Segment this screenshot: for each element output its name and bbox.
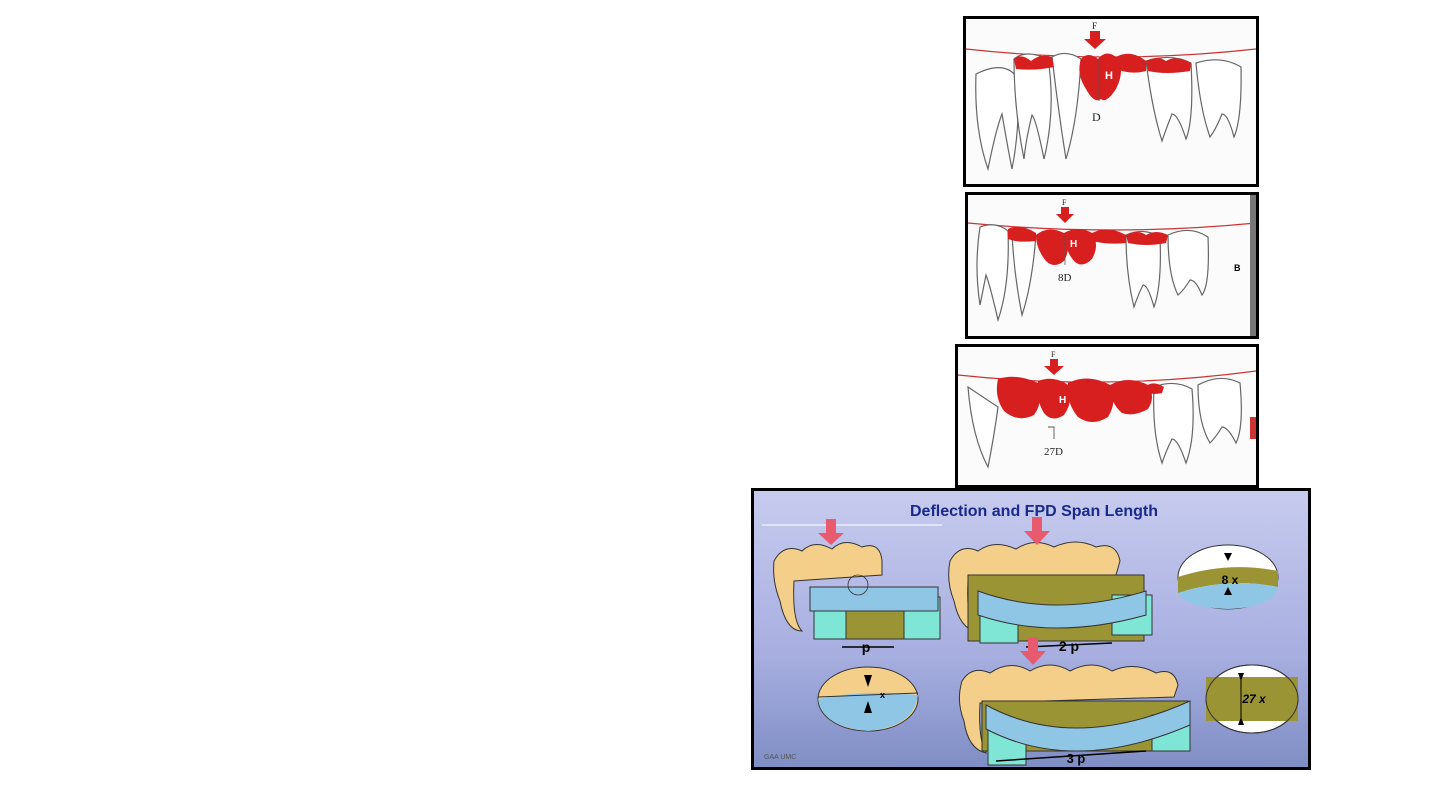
span-p-scene: p — [773, 519, 941, 655]
deflection-span-illustration: Deflection and FPD Span Length p 2 p — [754, 491, 1308, 767]
h-label: H — [1059, 395, 1066, 406]
span-label: 3 p — [1067, 751, 1086, 766]
side-label: B — [1234, 263, 1241, 273]
h-label: H — [1105, 70, 1113, 82]
span-3p-scene: 3 p — [958, 637, 1191, 766]
force-label: F — [1051, 350, 1056, 359]
force-label: F — [1062, 198, 1067, 207]
span-label: 2 p — [1059, 638, 1079, 654]
slide-title: Deflection and FPD Span Length — [910, 503, 1158, 520]
single-pontic-diagram: F H D — [963, 16, 1259, 187]
three-pontic-diagram: F H 27D — [955, 344, 1259, 488]
force-label: F — [1092, 21, 1097, 31]
deflection-label: 27D — [1044, 446, 1063, 458]
three-pontic-illustration: F H 27D — [958, 350, 1256, 469]
single-pontic-illustration: F H D — [966, 21, 1256, 172]
zoom-label: x — [880, 690, 885, 700]
deflection-label: 8D — [1058, 272, 1072, 284]
zoom-x: x — [817, 666, 919, 732]
deflection-label: D — [1092, 110, 1101, 124]
two-pontic-diagram: F H 8D B — [965, 192, 1259, 339]
span-2p-scene: 2 p — [948, 517, 1153, 654]
span-label: p — [862, 639, 871, 655]
zoom-27x: 27 x — [1205, 664, 1299, 734]
zoom-label: 27 x — [1241, 692, 1267, 706]
two-pontic-illustration: F H 8D B — [968, 195, 1256, 336]
zoom-label: 8 x — [1222, 573, 1239, 587]
slide-credit: GAA UMC — [764, 754, 796, 761]
deflection-span-slide: Deflection and FPD Span Length p 2 p — [751, 488, 1311, 770]
zoom-8x: 8 x — [1177, 544, 1279, 610]
h-label: H — [1070, 239, 1077, 250]
